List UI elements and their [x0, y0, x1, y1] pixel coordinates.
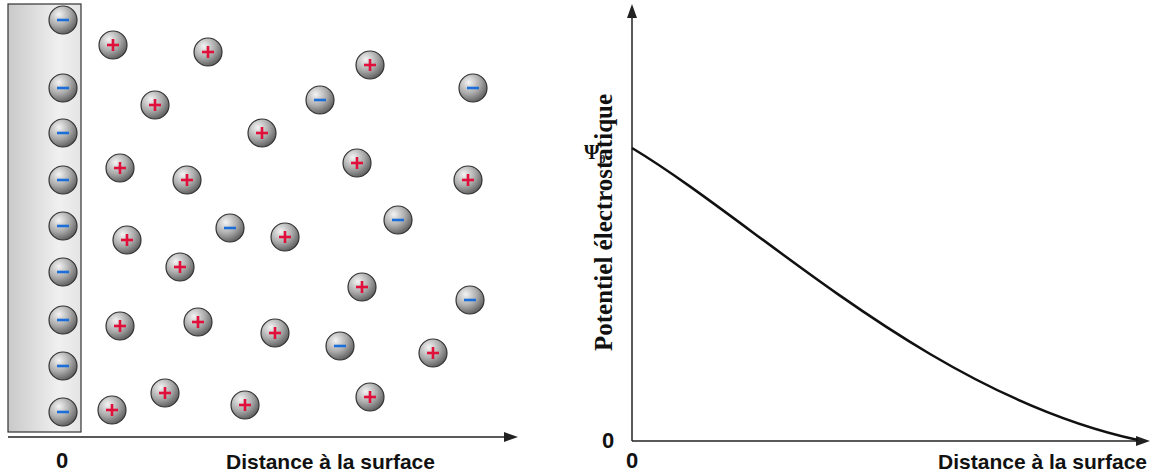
ions	[49, 6, 487, 426]
cation	[184, 308, 212, 336]
axis-title: Distance à la surface	[226, 451, 435, 472]
charge-sign	[369, 59, 372, 71]
anion	[49, 352, 77, 380]
cation	[356, 51, 384, 79]
charge-sign	[111, 404, 114, 416]
axis-arrow	[627, 4, 637, 18]
charge-sign	[126, 234, 129, 246]
cation	[106, 312, 134, 340]
anion	[456, 286, 484, 314]
anion	[384, 206, 412, 234]
charge-sign	[164, 387, 167, 399]
x-axis	[632, 440, 1138, 442]
charge-sign	[57, 365, 69, 368]
charge-sign	[432, 347, 435, 359]
cation	[173, 166, 201, 194]
axis-origin: 0	[602, 430, 614, 452]
cation	[113, 226, 141, 254]
anion	[459, 74, 487, 102]
charge-sign	[284, 231, 287, 243]
cation	[356, 383, 384, 411]
charge-sign	[57, 132, 69, 135]
charged-surface	[8, 4, 81, 432]
cation	[454, 166, 482, 194]
charge-sign	[197, 316, 200, 328]
anion	[216, 214, 244, 242]
charge-sign	[334, 345, 346, 348]
value-label: Ψ₀	[584, 142, 606, 162]
axis-arrow	[504, 432, 518, 442]
charge-sign	[467, 87, 479, 90]
axis-title: Potentiel électrostatique	[592, 93, 617, 350]
anion	[49, 258, 77, 286]
charge-sign	[392, 219, 404, 222]
potential-curve	[632, 148, 1138, 440]
cation	[248, 119, 276, 147]
anion	[49, 6, 77, 34]
anion	[49, 119, 77, 147]
axis-origin: 0	[626, 450, 638, 472]
charge-sign	[112, 39, 115, 51]
charge-sign	[57, 19, 69, 22]
charge-sign	[261, 127, 264, 139]
charge-sign	[57, 271, 69, 274]
charge-sign	[57, 179, 69, 182]
charge-sign	[369, 391, 372, 403]
charge-sign	[314, 99, 326, 102]
charge-sign	[179, 261, 182, 273]
anion	[49, 398, 77, 426]
anion	[49, 74, 77, 102]
cation	[348, 273, 376, 301]
cation	[141, 91, 169, 119]
charge-sign	[467, 174, 470, 186]
anion	[49, 212, 77, 240]
cation	[166, 253, 194, 281]
charge-sign	[464, 299, 476, 302]
y-axis	[631, 14, 633, 441]
anion	[306, 86, 334, 114]
cation	[99, 31, 127, 59]
charge-sign	[57, 87, 69, 90]
axis-origin: 0	[56, 450, 68, 472]
cation	[194, 38, 222, 66]
charge-sign	[119, 162, 122, 174]
charge-sign	[361, 281, 364, 293]
cation	[98, 396, 126, 424]
cation	[231, 391, 259, 419]
charge-sign	[356, 157, 359, 169]
cation	[261, 319, 289, 347]
axis-arrow	[1136, 436, 1150, 446]
axis-title: Distance à la surface	[938, 451, 1147, 472]
cation	[271, 223, 299, 251]
cation	[151, 379, 179, 407]
charge-sign	[244, 399, 247, 411]
charge-sign	[119, 320, 122, 332]
cation	[343, 149, 371, 177]
charge-sign	[57, 225, 69, 228]
charge-sign	[186, 174, 189, 186]
charge-sign	[57, 411, 69, 414]
cation	[419, 339, 447, 367]
charge-sign	[224, 227, 236, 230]
anion	[49, 306, 77, 334]
x-axis	[8, 436, 508, 438]
charge-sign	[57, 319, 69, 322]
anion	[49, 166, 77, 194]
anion	[326, 332, 354, 360]
charge-sign	[274, 327, 277, 339]
charge-sign	[154, 99, 157, 111]
cation	[106, 154, 134, 182]
charge-sign	[207, 46, 210, 58]
